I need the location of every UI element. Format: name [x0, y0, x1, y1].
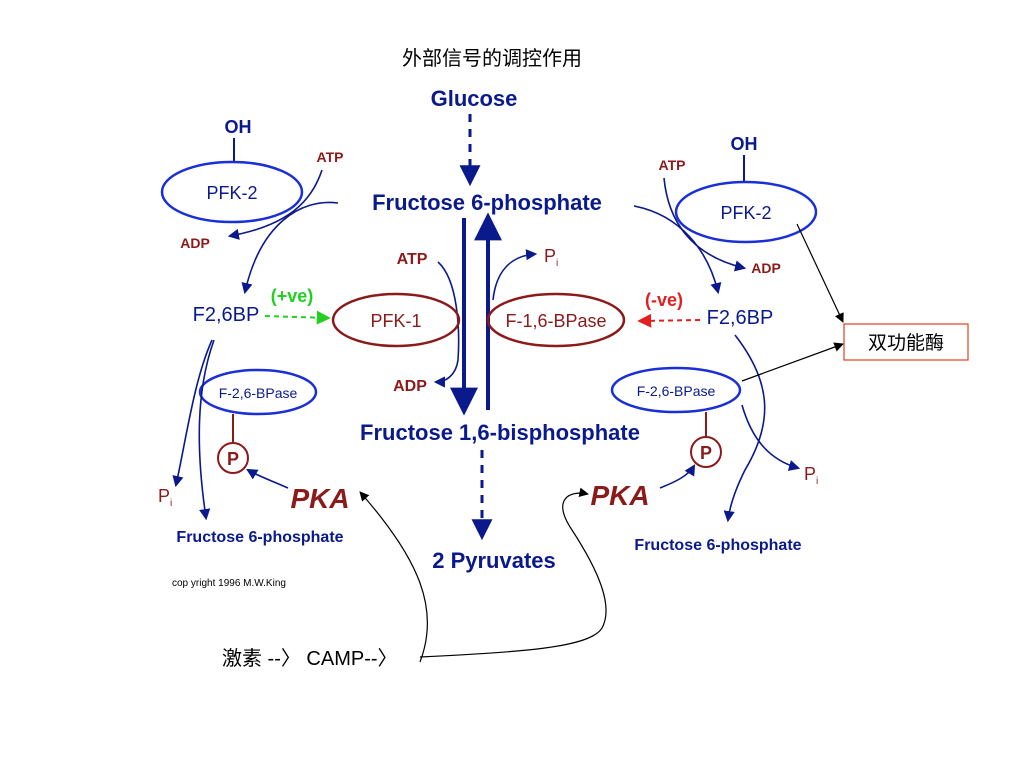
f26bp-to-f6p-left-arrow	[198, 339, 215, 521]
f6p-to-f26bp-left-arrow	[241, 201, 339, 295]
f26bp-to-pi-right-arrow	[741, 404, 801, 471]
pfk2-to-bifunctional-pointer	[796, 223, 844, 323]
pfk1-label: PFK-1	[370, 311, 421, 331]
f26bp-right-label: F2,6BP	[707, 307, 774, 329]
f6p-to-f26bp-right-arrow	[633, 205, 722, 295]
hormone-camp-label: 激素 --〉 CAMP--〉	[222, 647, 398, 670]
f6p-center-label: Fructose 6-phosphate	[372, 190, 602, 215]
f26bpase-left-enzyme	[198, 368, 318, 416]
negative-label: (-ve)	[645, 290, 683, 310]
atp-right-label: ATP	[659, 157, 686, 173]
f26bpase-right-label: F-2,6-BPase	[637, 383, 716, 399]
atp-adp-pfk1-arrow	[433, 261, 460, 388]
f26bpase-left-label: F-2,6-BPase	[219, 385, 298, 401]
oh-left-label: OH	[225, 117, 252, 137]
adp-pfk1-label: ADP	[393, 378, 427, 395]
f26bp-to-f6p-right-arrow	[723, 334, 766, 523]
pka-right-label: PKA	[590, 480, 649, 511]
f16bp-label: Fructose 1,6-bisphosphate	[360, 420, 640, 445]
atp-pfk1-label: ATP	[397, 251, 428, 268]
f26bp-left-label: F2,6BP	[193, 304, 260, 326]
pi-right-label: Pi	[804, 464, 818, 487]
pfk2-right-enzyme	[674, 180, 818, 244]
phosphate-left-circle	[217, 442, 249, 474]
pi-center-label: Pi	[544, 246, 558, 269]
f6p-right-label: Fructose 6-phosphate	[634, 537, 801, 554]
pka-left-label: PKA	[290, 483, 349, 514]
positive-regulation-arrow	[264, 310, 331, 325]
pfk2-left-enzyme	[160, 160, 304, 224]
atp-adp-right-arrow	[663, 177, 747, 272]
f16bpase-enzyme	[486, 292, 626, 348]
f16bpase-label: F-1,6-BPase	[505, 311, 606, 331]
f26bpase-right-enzyme	[610, 366, 742, 414]
pi-left-label: Pi	[158, 486, 172, 509]
atp-adp-left-arrow	[227, 169, 323, 240]
adp-right-label: ADP	[751, 260, 781, 276]
glucose-label: Glucose	[431, 86, 518, 111]
phosphate-right-label: P	[700, 443, 712, 463]
positive-label: (+ve)	[271, 286, 314, 306]
phosphate-right-circle	[690, 436, 722, 468]
pfk1-enzyme	[331, 292, 461, 348]
pyruvates-label: 2 Pyruvates	[432, 548, 556, 573]
bifunctional-enzyme-label: 双功能酶	[868, 332, 944, 354]
atp-left-label: ATP	[317, 149, 344, 165]
pfk2-right-label: PFK-2	[720, 203, 771, 223]
pka-right-activation-arrow	[659, 464, 696, 489]
bifunctional-enzyme-box	[843, 323, 969, 361]
camp-to-pka-right-arrow	[419, 487, 607, 658]
phosphate-left-label: P	[227, 449, 239, 469]
negative-regulation-arrow	[637, 313, 701, 328]
copyright-label: cop yright 1996 M.W.King	[172, 578, 286, 589]
diagram-title: 外部信号的调控作用	[402, 47, 582, 70]
pka-left-activation-arrow	[246, 468, 289, 489]
f26bpase-to-bifunctional-pointer	[741, 342, 844, 382]
pi-release-center-arrow	[492, 249, 538, 301]
oh-right-label: OH	[731, 134, 758, 154]
pfk2-left-label: PFK-2	[206, 183, 257, 203]
f26bp-to-pi-left-arrow	[172, 339, 213, 488]
f6p-left-label: Fructose 6-phosphate	[176, 529, 343, 546]
camp-to-pka-left-arrow	[359, 491, 429, 663]
adp-left-label: ADP	[180, 235, 210, 251]
